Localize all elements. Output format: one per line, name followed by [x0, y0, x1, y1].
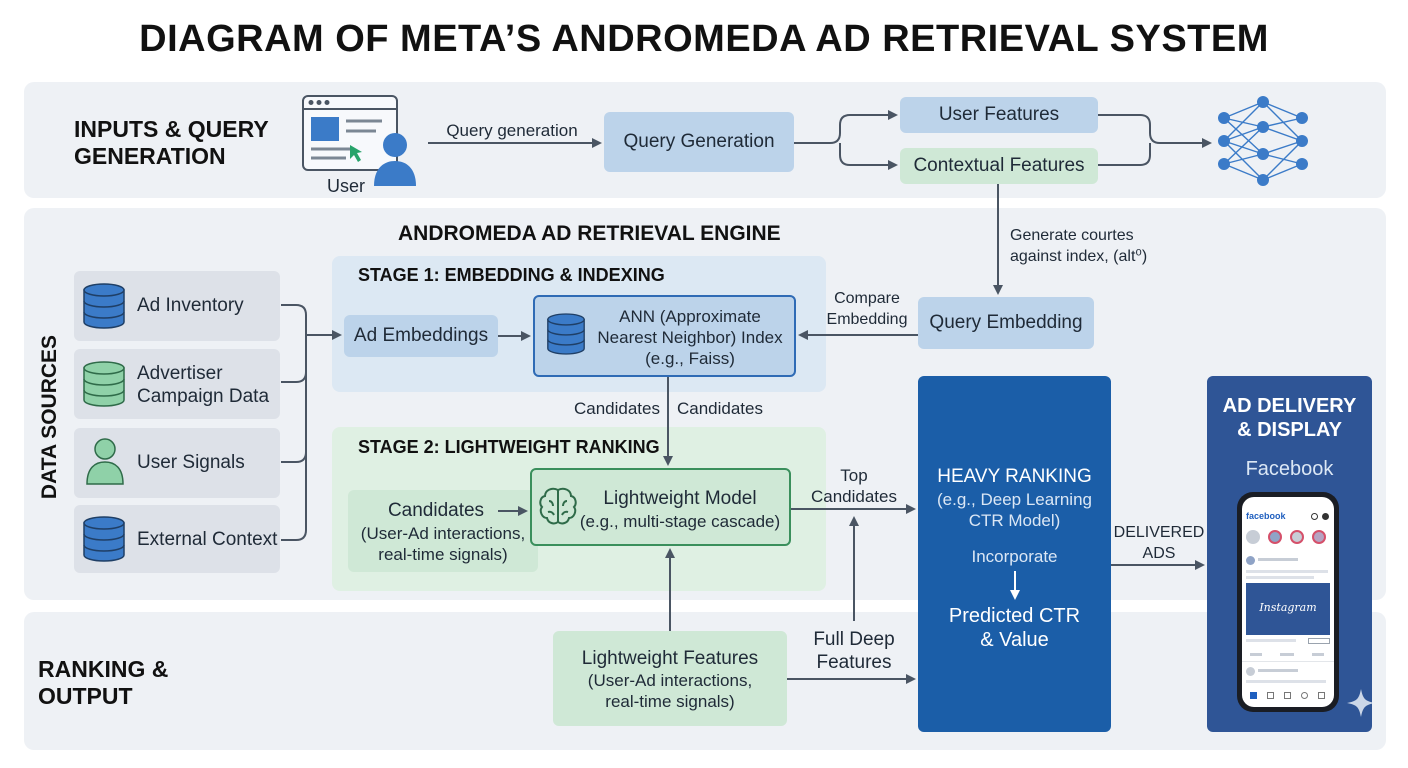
- post-meta-line: [1258, 558, 1298, 561]
- neural-network-icon: [1216, 92, 1310, 190]
- candidates-box: [348, 490, 538, 572]
- comment-icon[interactable]: [1280, 653, 1294, 656]
- story-avatar: [1312, 530, 1326, 544]
- post-avatar: [1246, 667, 1255, 676]
- post-divider: [1242, 661, 1334, 662]
- bottom-nav-home-icon[interactable]: [1250, 692, 1257, 699]
- page-title: DIAGRAM OF META’S ANDROMEDA AD RETRIEVAL…: [139, 18, 1269, 60]
- search-icon[interactable]: [1311, 513, 1318, 520]
- lightweight-features-title: Lightweight Features: [581, 648, 759, 669]
- post-meta-line: [1258, 669, 1298, 672]
- ann-index-box: [533, 295, 796, 377]
- browser-window-icon: [302, 95, 398, 171]
- user-icon: [84, 436, 126, 491]
- candidates-box-title: Candidates: [387, 500, 485, 521]
- incorporate-label: Incorporate: [971, 547, 1058, 566]
- data-source-label: Ad Inventory: [137, 295, 244, 316]
- compare-embedding-label: Compare Embedding: [826, 290, 908, 328]
- brain-icon: [536, 484, 580, 533]
- user-label: User: [326, 176, 365, 196]
- candidates-box-sub: (User-Ad interactions, real-time signals…: [360, 524, 526, 564]
- engine-heading: ANDROMEDA AD RETRIEVAL ENGINE: [398, 222, 781, 245]
- arrow-sources-to-embeddings: [281, 304, 342, 340]
- delivered-ads-label: DELIVERED ADS: [1113, 524, 1205, 562]
- post-text-line: [1246, 680, 1326, 683]
- query-embedding-box: Query Embedding: [918, 297, 1094, 349]
- ann-index-label: ANN (Approximate Nearest Neighbor) Index…: [597, 307, 783, 368]
- data-source-label: External Context: [137, 529, 278, 550]
- full-deep-features-label: Full Deep Features: [813, 629, 895, 673]
- contextual-features-box: Contextual Features: [900, 148, 1098, 184]
- phone-screen: facebook Instagram: [1242, 497, 1334, 707]
- arrow-query-to-features: [794, 110, 898, 144]
- stage1-heading: STAGE 1: EMBEDDING & INDEXING: [358, 265, 665, 285]
- menu-icon[interactable]: [1322, 513, 1329, 520]
- query-generation-edge-label: Query generation: [446, 121, 578, 140]
- ad-brand-label: Instagram: [1259, 601, 1317, 614]
- candidates-right-label: Candidates: [676, 399, 763, 418]
- lightweight-model-sub: (e.g., multi-stage cascade): [579, 512, 781, 531]
- database-icon: [546, 312, 586, 361]
- story-avatar: [1290, 530, 1304, 544]
- arrow-features-to-nn: [1098, 114, 1212, 148]
- story-avatar: [1246, 530, 1260, 544]
- user-avatar-icon: [370, 130, 420, 188]
- stage2-heading: STAGE 2: LIGHTWEIGHT RANKING: [358, 437, 660, 457]
- facebook-label: Facebook: [1245, 458, 1334, 480]
- data-source-label: Advertiser Campaign Data: [137, 363, 270, 407]
- bottom-nav-video-icon[interactable]: [1267, 692, 1274, 699]
- lightweight-model-box: [530, 468, 791, 546]
- bottom-nav-menu-icon[interactable]: [1318, 692, 1325, 699]
- predicted-ctr-label: Predicted CTR & Value: [948, 605, 1081, 651]
- post-text-line: [1246, 639, 1296, 642]
- candidates-left-label: Candidates: [573, 399, 660, 418]
- post-text-line: [1246, 570, 1328, 573]
- ranking-output-heading: RANKING & OUTPUT: [38, 656, 169, 709]
- ad-cta-button[interactable]: [1308, 638, 1330, 644]
- database-icon: [82, 360, 126, 413]
- heavy-ranking-box: [918, 376, 1111, 732]
- ad-embeddings-box: Ad Embeddings: [344, 315, 498, 357]
- story-avatar: [1268, 530, 1282, 544]
- lightweight-features-sub: (User-Ad interactions, real-time signals…: [587, 671, 753, 711]
- like-icon[interactable]: [1250, 653, 1262, 656]
- database-icon: [82, 515, 126, 568]
- facebook-app-name: facebook: [1246, 511, 1286, 521]
- inputs-heading: INPUTS & QUERY GENERATION: [74, 116, 269, 169]
- top-candidates-label: Top Candidates: [810, 466, 897, 506]
- lightweight-model-title: Lightweight Model: [603, 488, 757, 509]
- query-generation-box: Query Generation: [604, 112, 794, 172]
- bottom-nav-bell-icon[interactable]: [1301, 692, 1308, 699]
- generate-note: Generate courtes against index, (alt⁰): [1010, 227, 1148, 265]
- post-avatar: [1246, 556, 1255, 565]
- data-source-label: User Signals: [137, 452, 245, 473]
- sparkle-icon: [1346, 688, 1376, 723]
- share-icon[interactable]: [1312, 653, 1324, 656]
- database-icon: [82, 282, 126, 335]
- sponsored-ad-image: [1246, 583, 1330, 635]
- bottom-nav-market-icon[interactable]: [1284, 692, 1291, 699]
- heavy-ranking-sub: (e.g., Deep Learning CTR Model): [937, 490, 1092, 530]
- lightweight-features-box: [553, 631, 787, 726]
- post-text-line: [1246, 576, 1314, 579]
- heavy-ranking-title: HEAVY RANKING: [937, 466, 1092, 487]
- user-features-box: User Features: [900, 97, 1098, 133]
- ad-delivery-title: AD DELIVERY & DISPLAY: [1222, 395, 1357, 441]
